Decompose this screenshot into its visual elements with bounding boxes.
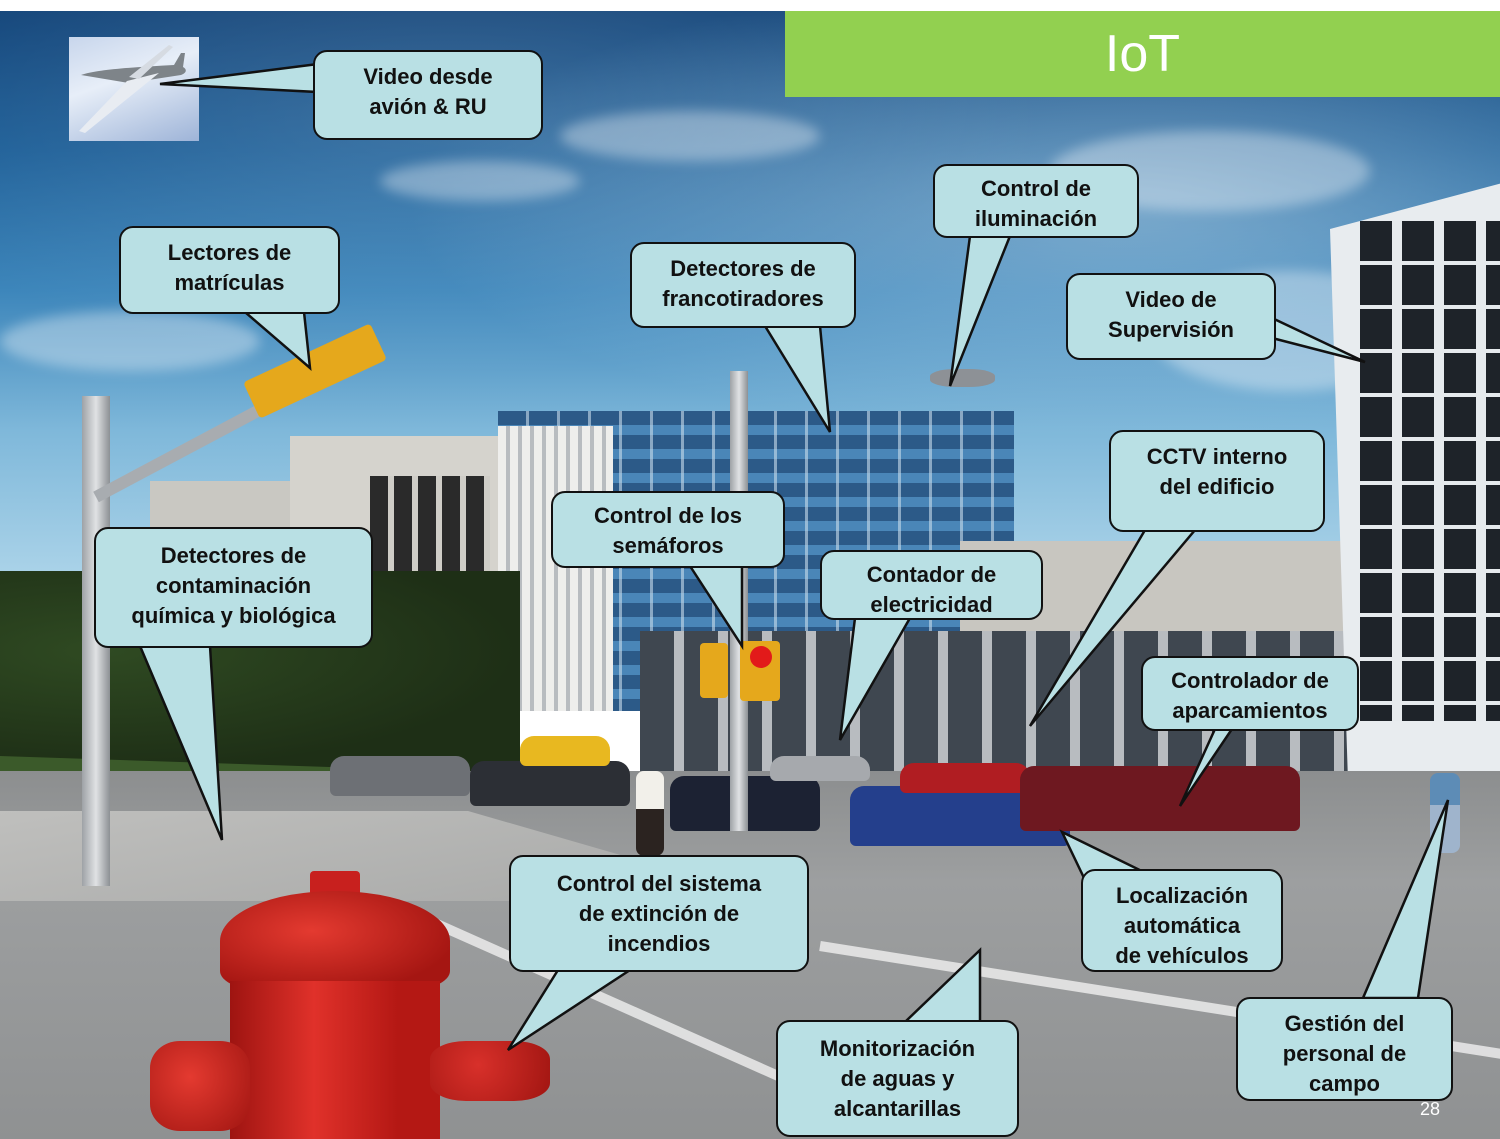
callout-text: Monitorización de aguas y alcantarillas bbox=[819, 1036, 976, 1121]
traffic-signal bbox=[700, 643, 728, 698]
callout-parking-controller: Controlador de aparcamientos bbox=[1141, 656, 1359, 731]
callout-plate-readers: Lectores de matrículas bbox=[119, 226, 340, 314]
callout-text: Contador de electricidad bbox=[866, 562, 997, 617]
callout-water-sewer-monitoring: Monitorización de aguas y alcantarillas bbox=[776, 1020, 1019, 1137]
callout-video-surveillance: Video de Supervisión bbox=[1066, 273, 1276, 360]
street-light-pole bbox=[730, 371, 748, 831]
callout-lighting-control: Control de iluminación bbox=[933, 164, 1139, 238]
car bbox=[770, 756, 870, 781]
callout-traffic-light-control: Control de los semáforos bbox=[551, 491, 785, 568]
callout-text: Control de iluminación bbox=[974, 176, 1098, 231]
car bbox=[470, 761, 630, 806]
drone-icon bbox=[79, 45, 186, 133]
callout-text: Controlador de aparcamientos bbox=[1171, 668, 1329, 723]
callout-text: Control del sistema de extinción de ince… bbox=[556, 871, 762, 956]
drone-thumbnail-image bbox=[69, 37, 199, 141]
cloud bbox=[0, 311, 260, 371]
callout-electricity-meter: Contador de electricidad bbox=[820, 550, 1043, 620]
pedestrian bbox=[1430, 773, 1460, 853]
car bbox=[520, 736, 610, 766]
cloud bbox=[560, 111, 820, 161]
car-maroon bbox=[1020, 766, 1300, 831]
callout-text: Control de los semáforos bbox=[594, 503, 742, 558]
title-bar: IoT bbox=[785, 11, 1500, 97]
callout-text: Video desde avión & RU bbox=[363, 64, 493, 119]
callout-text: Detectores de contaminación química y bi… bbox=[131, 543, 336, 628]
car bbox=[330, 756, 470, 796]
callout-chem-bio-detectors: Detectores de contaminación química y bi… bbox=[94, 527, 373, 648]
callout-sniper-detectors: Detectores de francotiradores bbox=[630, 242, 856, 328]
slide-title: IoT bbox=[1104, 25, 1181, 83]
callout-text: Gestión del personal de campo bbox=[1282, 1011, 1407, 1096]
fire-hydrant bbox=[150, 871, 570, 1139]
callout-vehicle-location: Localización automática de vehículos bbox=[1081, 869, 1283, 972]
street-lamp bbox=[930, 369, 995, 387]
callout-building-cctv: CCTV interno del edificio bbox=[1109, 430, 1325, 532]
pedestrian bbox=[636, 771, 664, 856]
callout-field-staff-management: Gestión del personal de campo bbox=[1236, 997, 1453, 1101]
red-light bbox=[750, 646, 772, 668]
callout-text: CCTV interno del edificio bbox=[1146, 444, 1288, 499]
page-number: 28 bbox=[1420, 1099, 1441, 1119]
callout-video-aircraft: Video desde avión & RU bbox=[313, 50, 543, 140]
callout-text: Lectores de matrículas bbox=[167, 240, 292, 295]
callout-text: Video de Supervisión bbox=[1108, 287, 1234, 342]
callout-text: Detectores de francotiradores bbox=[662, 256, 824, 311]
cloud bbox=[380, 161, 580, 201]
callout-text: Localización automática de vehículos bbox=[1115, 883, 1249, 968]
car-red bbox=[900, 763, 1030, 793]
callout-fire-system-control: Control del sistema de extinción de ince… bbox=[509, 855, 809, 972]
